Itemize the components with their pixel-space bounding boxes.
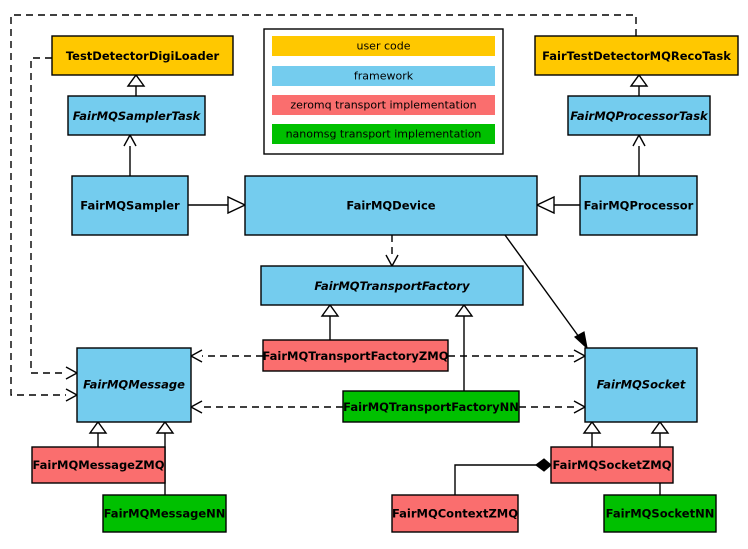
edge-sampler-to-samplertask [123,133,137,176]
class-box-fairmqsamplertask[interactable] [67,95,206,136]
edge-factoryzmq-to-socket [448,349,587,363]
legend-item-zeromq: zeromq transport implementation [272,95,495,115]
edge-device-to-socket [504,234,588,350]
edge-processor-to-device [535,195,580,215]
edge-socketzmq-to-socket [582,420,602,447]
class-node-fairmqcontextzmq[interactable]: FairMQContextZMQ [391,494,519,533]
edge-device-to-transportfactory [385,235,399,268]
edge-processortask-to-recotask [629,73,649,96]
legend-item-user-code: user code [272,36,495,56]
class-box-fairmqsocket[interactable] [584,347,698,423]
class-node-fairmqmessagezmq[interactable]: FairMQMessageZMQ [31,446,166,484]
class-box-fairmqcontextzmq[interactable] [391,494,519,533]
legend-swatch-zeromq [272,95,495,115]
edge-samplertask-to-digiloader [126,73,146,96]
legend-swatch-nanomsg [272,124,495,144]
class-node-fairmqsocket[interactable]: FairMQSocket [584,347,698,423]
edge-factorynn-to-socket [519,400,587,414]
edge-sampler-to-device [188,195,247,215]
class-node-fairmqsocketzmq[interactable]: FairMQSocketZMQ [550,446,674,484]
class-node-fairmqprocessortask[interactable]: FairMQProcessorTask [567,95,711,136]
class-node-fairmqmessagenn[interactable]: FairMQMessageNN [102,494,227,533]
edge-factorynn-to-factory [454,303,474,391]
class-box-fairmqmessagezmq[interactable] [31,446,166,484]
edge-messagezmq-to-message [88,420,108,447]
class-node-fairmqprocessor[interactable]: FairMQProcessor [579,175,698,236]
class-box-testdetectordigiloader[interactable] [51,35,234,76]
class-node-fairmqmessage[interactable]: FairMQMessage [76,347,192,423]
class-box-fairmqtransportfactoryzmq[interactable] [262,339,449,372]
class-node-fairtestdetectormqrecotask[interactable]: FairTestDetectorMQRecoTask [534,35,739,76]
class-node-fairmqtransportfactorynn[interactable]: FairMQTransportFactoryNN [342,390,520,423]
class-box-fairmqtransportfactory[interactable] [260,265,524,306]
edge-processor-to-processortask [632,133,646,176]
legend-item-framework: framework [272,66,495,86]
class-box-fairmqprocessor[interactable] [579,175,698,236]
class-node-fairmqsampler[interactable]: FairMQSampler [71,175,189,236]
class-node-testdetectordigiloader[interactable]: TestDetectorDigiLoader [51,35,234,76]
class-node-fairmqsocketnn[interactable]: FairMQSocketNN [603,494,717,533]
class-box-fairmqprocessortask[interactable] [567,95,711,136]
class-node-fairmqdevice[interactable]: FairMQDevice [244,175,538,236]
edge-factoryzmq-to-factory [320,303,340,340]
edge-contextzmq-to-socketzmq [454,458,552,495]
class-box-fairtestdetectormqrecotask[interactable] [534,35,739,76]
class-node-fairmqtransportfactoryzmq[interactable]: FairMQTransportFactoryZMQ [262,339,449,372]
class-node-fairmqtransportfactory[interactable]: FairMQTransportFactory [260,265,524,306]
legend-swatch-user-code [272,36,495,56]
class-box-fairmqmessagenn[interactable] [102,494,227,533]
edge-factoryzmq-to-message [189,349,263,363]
class-box-fairmqsocketzmq[interactable] [550,446,674,484]
class-box-fairmqsocketnn[interactable] [603,494,717,533]
edge-factorynn-to-message [189,400,343,414]
legend-swatch-framework [272,66,495,86]
class-box-fairmqtransportfactorynn[interactable] [342,390,520,423]
class-box-fairmqmessage[interactable] [76,347,192,423]
legend-item-nanomsg: nanomsg transport implementation [272,124,495,144]
class-box-fairmqdevice[interactable] [244,175,538,236]
class-box-fairmqsampler[interactable] [71,175,189,236]
legend: user code framework zeromq transport imp… [263,28,504,155]
class-node-fairmqsamplertask[interactable]: FairMQSamplerTask [67,95,206,136]
